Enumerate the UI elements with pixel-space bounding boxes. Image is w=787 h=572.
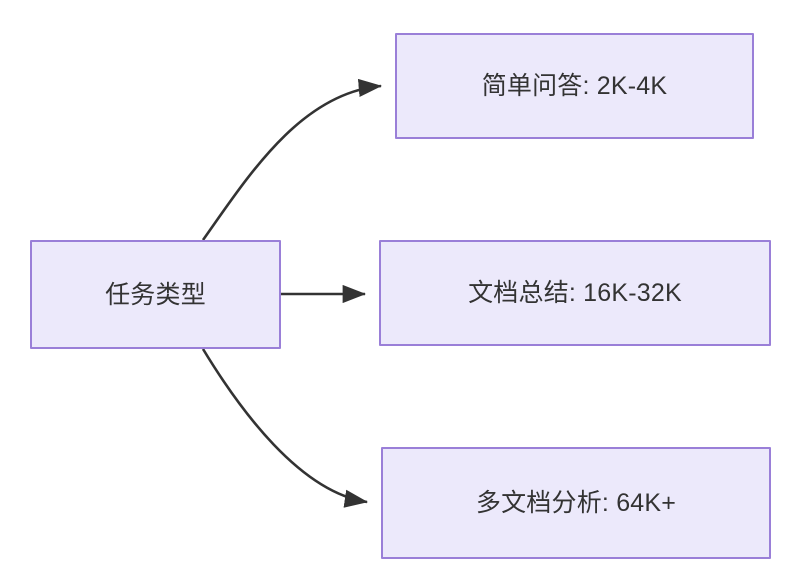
node-multi-document-analysis-label: 多文档分析: 64K+ xyxy=(475,489,677,517)
node-task-type[interactable]: 任务类型 xyxy=(30,240,281,349)
edge-source-to-multidoc xyxy=(201,348,369,508)
node-task-type-label: 任务类型 xyxy=(105,280,206,309)
node-simple-qa[interactable]: 简单问答: 2K-4K xyxy=(395,33,754,139)
node-document-summary[interactable]: 文档总结: 16K-32K xyxy=(379,240,771,346)
node-document-summary-label: 文档总结: 16K-32K xyxy=(468,279,682,307)
edge-source-to-simple xyxy=(201,78,383,241)
node-multi-document-analysis[interactable]: 多文档分析: 64K+ xyxy=(381,447,771,559)
node-simple-qa-label: 简单问答: 2K-4K xyxy=(481,72,668,100)
